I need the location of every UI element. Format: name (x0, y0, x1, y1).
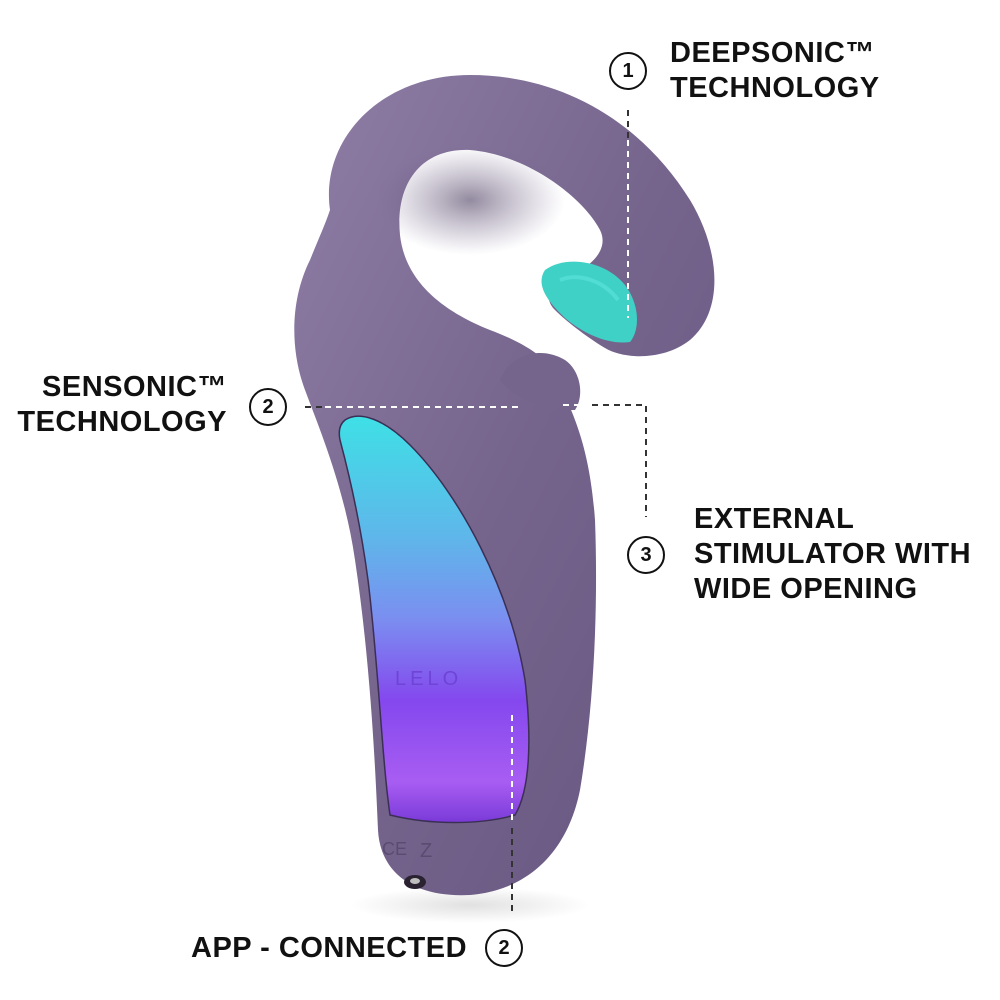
callout-4-label: APP - CONNECTED (191, 931, 468, 964)
callout-3-line-1: EXTERNAL (694, 503, 855, 535)
callout-3-label: EXTERNAL STIMULATOR WITH WIDE OPENING (694, 502, 971, 607)
arch-inner-shade (375, 145, 565, 255)
z-marking: Z (420, 840, 432, 862)
pad-ridge (559, 275, 620, 302)
leader-line-3-outer (592, 404, 647, 517)
gradient-panel (338, 415, 530, 824)
callout-2-badge: 2 (249, 388, 287, 426)
callout-4: APP - CONNECTED 2 (191, 929, 524, 967)
callout-3-badge: 3 (627, 536, 665, 574)
callout-2-line-1: SENSONIC™ (42, 371, 227, 403)
deepsonic-pad (541, 261, 637, 343)
callout-3-line-3: WIDE OPENING (694, 573, 918, 605)
sensonic-nub (500, 352, 581, 410)
callout-2-label: SENSONIC™ TECHNOLOGY (17, 370, 227, 440)
ce-marking: CE (382, 839, 407, 859)
callout-1-label: DEEPSONIC™ TECHNOLOGY (670, 36, 880, 106)
callout-3-line-2: STIMULATOR WITH (694, 538, 972, 570)
callout-1-badge: 1 (609, 52, 647, 90)
callout-1-line-2: TECHNOLOGY (670, 72, 880, 104)
callout-1-line-1: DEEPSONIC™ (670, 37, 875, 69)
callout-2-line-2: TECHNOLOGY (17, 406, 227, 438)
callout-4-badge: 2 (485, 929, 524, 967)
charging-port-pin (410, 878, 420, 884)
brand-mark: LELO (395, 668, 462, 690)
floor-shadow (350, 887, 590, 923)
